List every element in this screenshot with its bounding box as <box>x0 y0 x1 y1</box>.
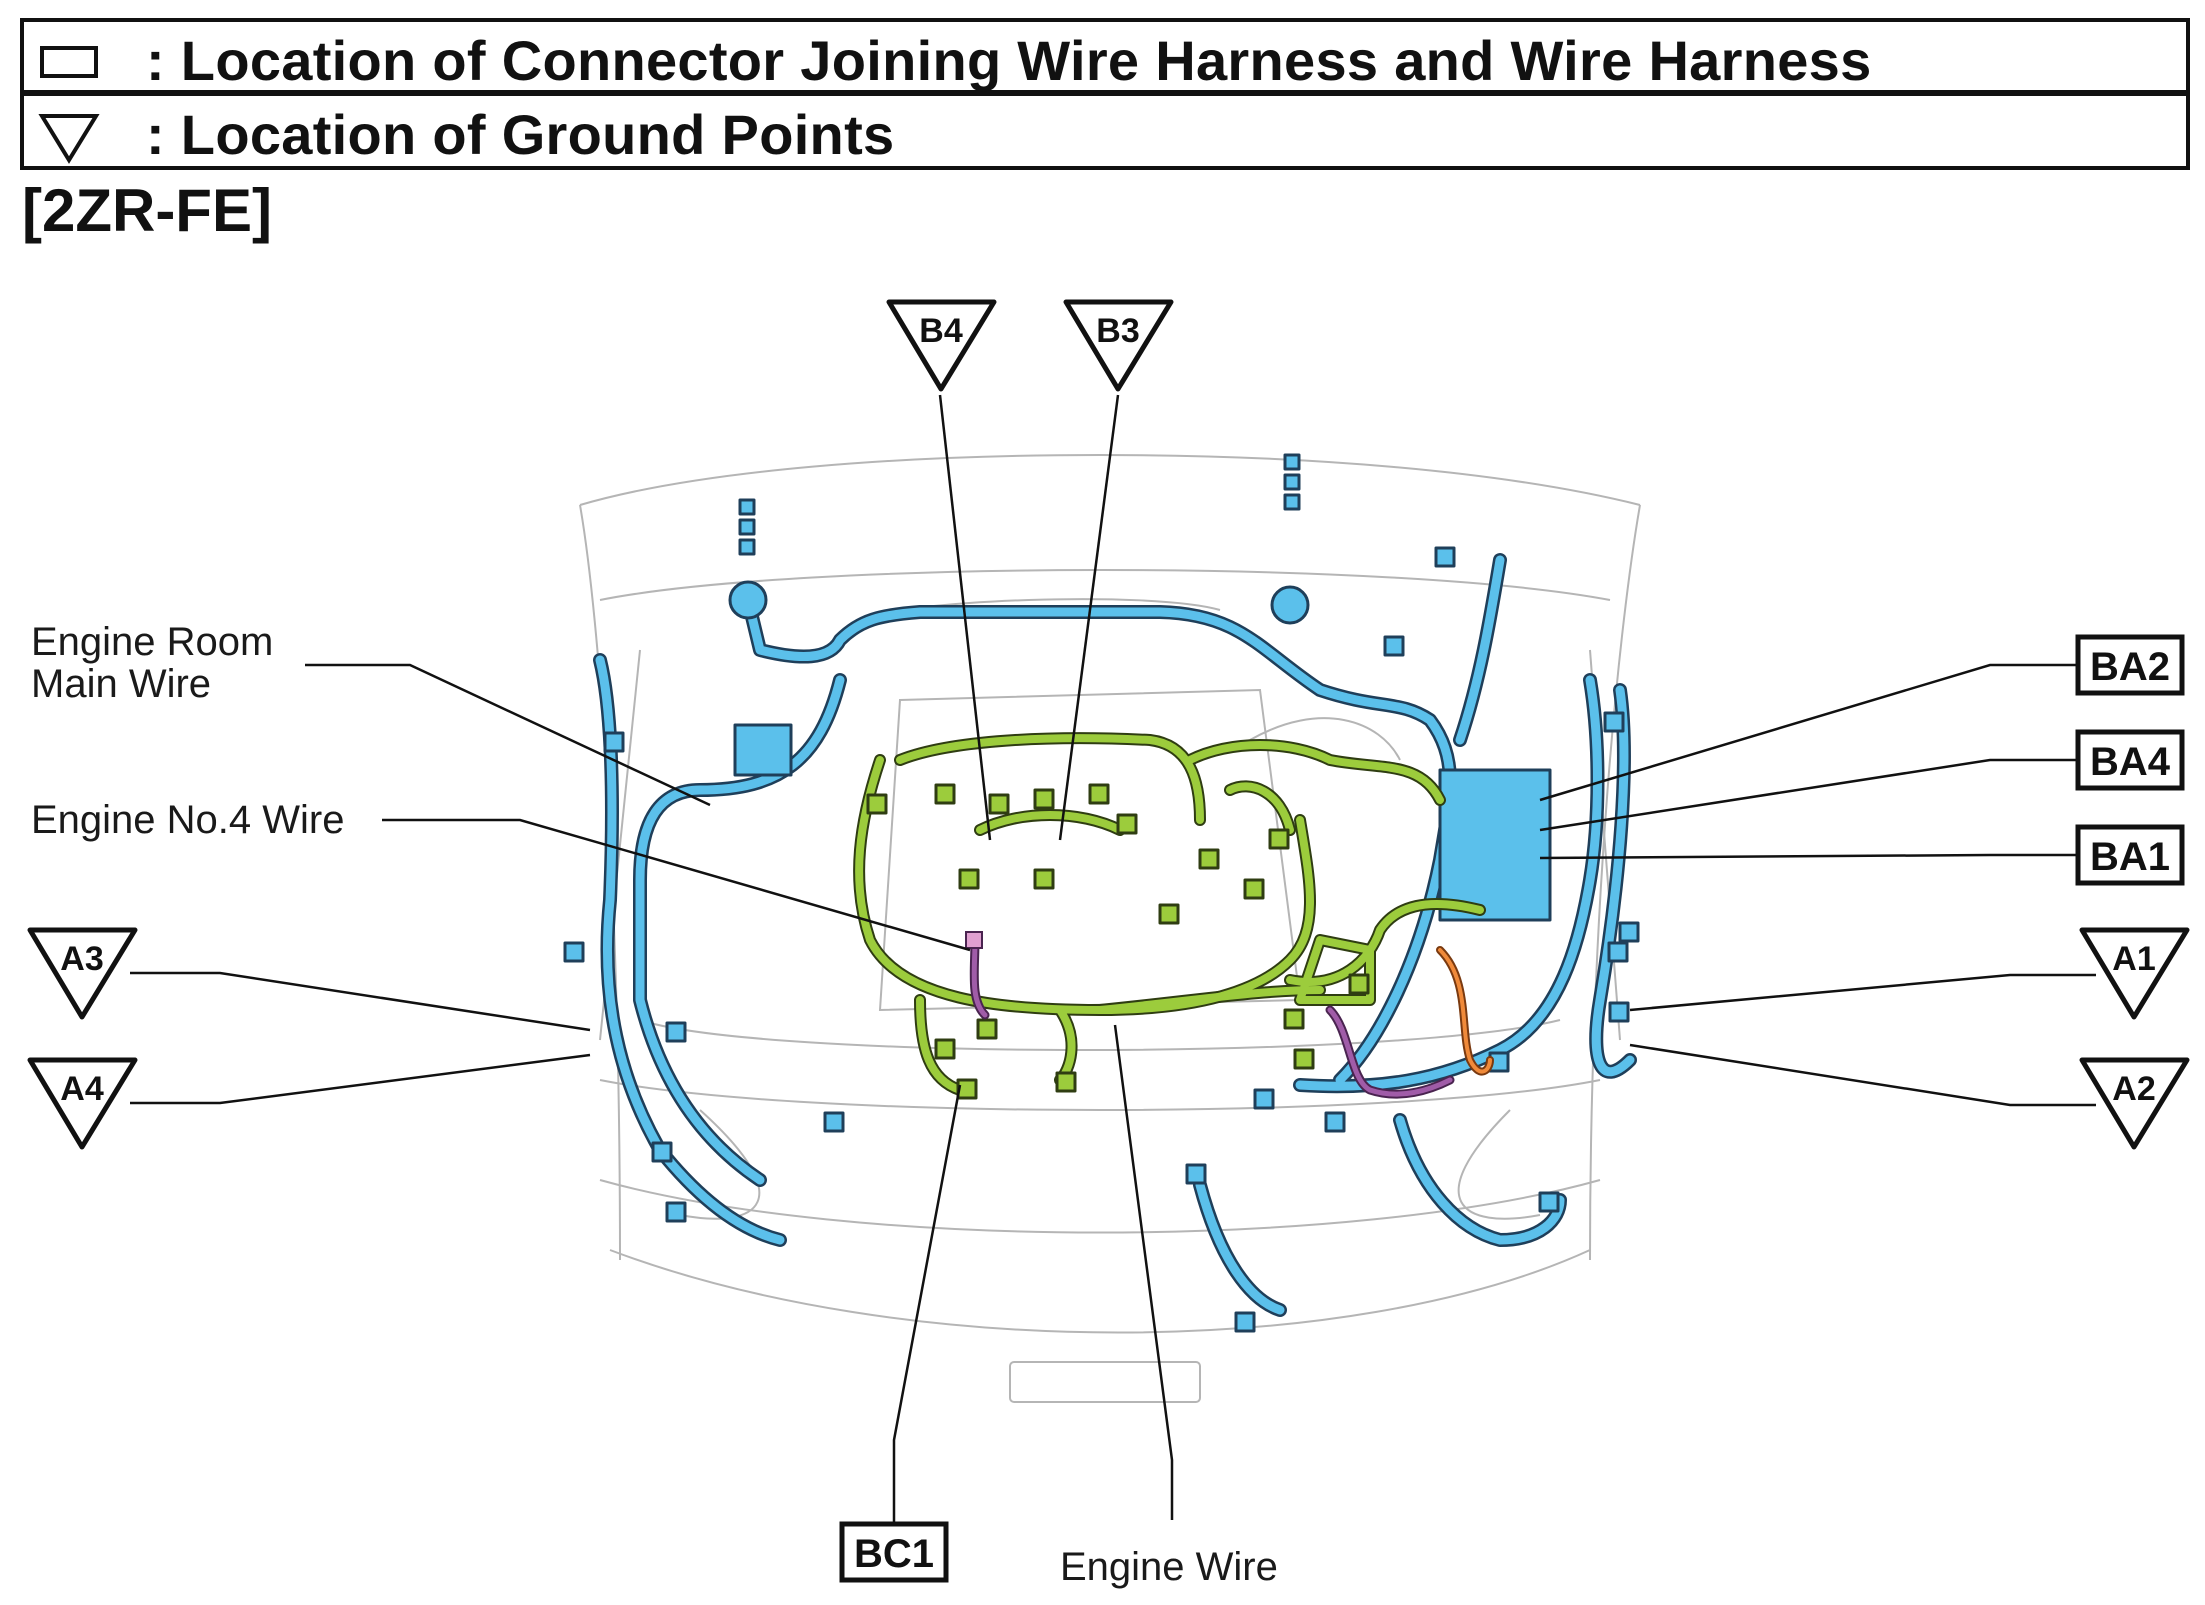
label-engine-room-main-wire-line1: Engine Room <box>31 620 273 664</box>
ground-point-a4: A4 <box>27 1057 138 1150</box>
ground-label-a2: A2 <box>2112 1070 2155 1108</box>
connector-symbol-icon <box>40 46 98 78</box>
ground-label-a1: A1 <box>2112 940 2155 978</box>
ground-label-b3: B3 <box>1096 312 1139 350</box>
legend-ground-row: : Location of Ground Points <box>20 92 2190 170</box>
connector-ba4: BA4 <box>2075 729 2185 791</box>
ground-label-a3: A3 <box>60 940 103 978</box>
label-engine-room-main-wire-line2: Main Wire <box>31 662 211 706</box>
label-engine-wire: Engine Wire <box>1060 1545 1278 1589</box>
ground-label-b4: B4 <box>919 312 963 350</box>
ground-point-a3: A3 <box>27 927 138 1020</box>
ground-point-b3: B3 <box>1063 299 1174 392</box>
legend-connector-row: : Location of Connector Joining Wire Har… <box>20 18 2190 94</box>
connector-label-ba1: BA1 <box>2090 835 2170 879</box>
label-engine-no4-wire: Engine No.4 Wire <box>31 798 344 842</box>
ground-point-a1: A1 <box>2079 927 2190 1020</box>
engine-room-main-wire <box>563 453 1640 1333</box>
legend-ground-text: : Location of Ground Points <box>146 103 895 166</box>
connector-label-bc1: BC1 <box>854 1532 934 1576</box>
connector-ba2: BA2 <box>2075 634 2185 696</box>
connector-label-ba4: BA4 <box>2090 740 2171 784</box>
ground-symbol-icon <box>38 114 100 164</box>
connector-bc1: BC1 <box>839 1521 949 1583</box>
ground-point-b4: B4 <box>886 299 997 392</box>
connector-ba1: BA1 <box>2075 824 2185 886</box>
engine-wire <box>853 732 1486 1100</box>
ground-point-a2: A2 <box>2079 1057 2190 1150</box>
vehicle-outline <box>579 453 1641 1403</box>
ground-label-a4: A4 <box>60 1070 104 1108</box>
connector-label-ba2: BA2 <box>2090 645 2170 689</box>
leader-lines <box>130 394 2096 1530</box>
engine-no4-wire <box>965 931 1494 1099</box>
engine-code-title: [2ZR-FE] <box>22 177 272 244</box>
legend-connector-text: : Location of Connector Joining Wire Har… <box>146 29 1872 92</box>
